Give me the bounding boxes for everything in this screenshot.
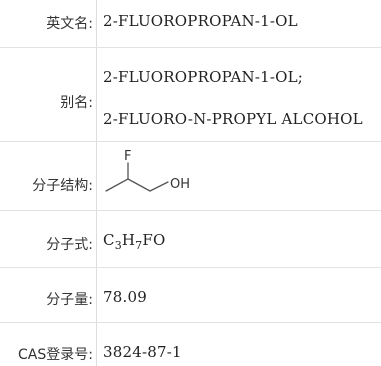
atom-label-hydroxyl: OH <box>170 177 190 192</box>
formula-rest: FO <box>142 231 166 249</box>
formula-carbon-count: 3 <box>114 239 122 252</box>
row-divider <box>0 322 381 323</box>
molecular-structure-diagram: F OH <box>105 149 190 192</box>
label-structure: 分子结构: <box>32 178 93 194</box>
value-alias-1: 2-FLUOROPROPAN-1-OL; <box>103 68 304 86</box>
label-molecular-weight: 分子量: <box>46 292 93 308</box>
bond-methyl <box>105 178 129 192</box>
bond-chain <box>127 178 151 192</box>
value-alias-2: 2-FLUORO-N-PROPYL ALCOHOL <box>103 110 363 128</box>
row-divider <box>0 47 381 48</box>
bond-hydroxyl <box>149 181 169 192</box>
formula-hydrogen-count: 7 <box>135 239 143 252</box>
label-alias: 别名: <box>60 95 93 111</box>
atom-label-fluorine: F <box>124 149 131 164</box>
row-divider <box>0 141 381 142</box>
value-formula: C3H7FO <box>103 231 381 252</box>
formula-carbon: C <box>103 231 115 249</box>
value-cas-number: 3824-87-1 <box>103 343 182 361</box>
row-divider <box>0 210 381 211</box>
formula-hydrogen: H <box>121 231 136 249</box>
column-divider <box>96 0 97 366</box>
label-cas-number: CAS登录号: <box>18 347 93 363</box>
row-divider <box>0 267 381 268</box>
label-formula: 分子式: <box>46 237 93 253</box>
label-english-name: 英文名: <box>46 16 93 32</box>
value-molecular-weight: 78.09 <box>103 288 147 306</box>
value-english-name: 2-FLUOROPROPAN-1-OL <box>103 12 298 30</box>
